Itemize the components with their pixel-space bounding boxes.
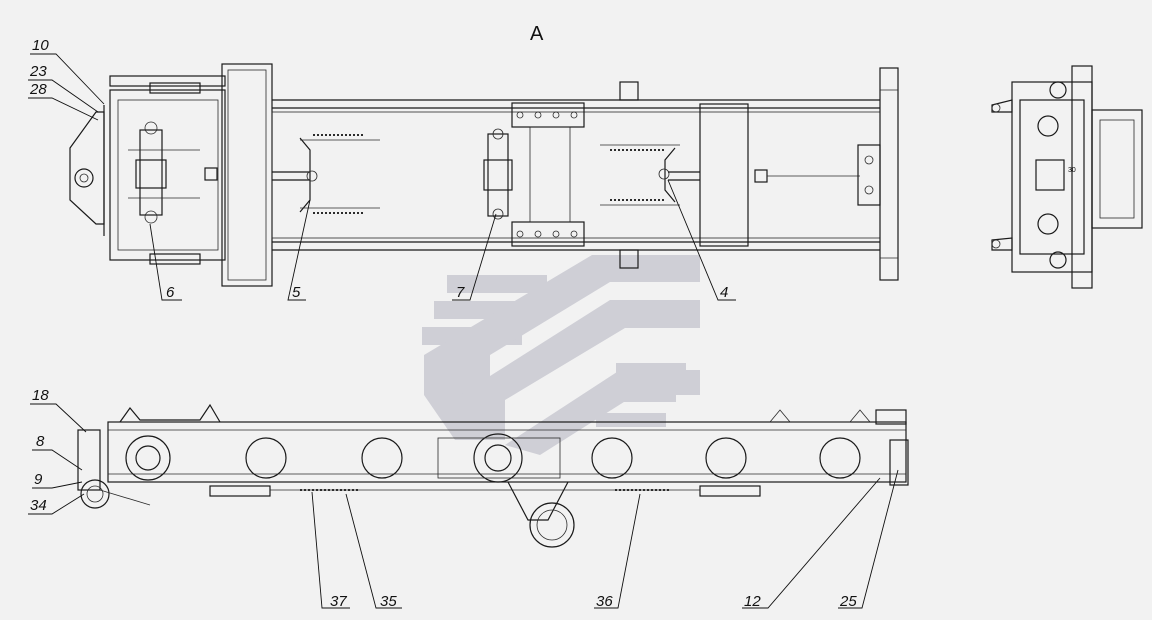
callout-4: 4 [667,179,736,301]
svg-text:34: 34 [30,497,47,514]
svg-text:18: 18 [32,387,49,404]
callout-25: 25 [838,469,899,610]
callout-12: 12 [742,477,881,610]
svg-text:6: 6 [166,284,175,301]
svg-text:10: 10 [32,37,49,54]
svg-text:28: 28 [29,81,47,98]
spring-bottom-left [300,207,380,214]
svg-text:23: 23 [29,63,47,80]
callout-6: 6 [149,223,182,301]
callout-8: 8 [32,433,83,471]
callout-36: 36 [594,493,641,610]
end-view: 30 [991,65,1143,289]
callout-18: 18 [30,387,87,433]
callout-9: 9 [32,471,83,489]
end-view-label: 30 [1068,167,1076,174]
svg-text:36: 36 [596,593,613,610]
callout-35: 35 [345,493,402,610]
svg-text:35: 35 [380,593,397,610]
svg-text:8: 8 [36,433,45,450]
top-view [69,63,899,287]
spring-bottom-right [600,199,680,206]
callout-37: 37 [311,491,350,610]
spring-top-right [600,144,680,151]
callout-28: 28 [28,81,99,121]
callout-10: 10 [30,37,105,105]
svg-text:4: 4 [720,284,728,301]
callout-7: 7 [452,213,497,301]
svg-text:7: 7 [456,284,465,301]
callout-23: 23 [28,63,99,113]
side-view [77,403,909,548]
callout-34: 34 [28,493,85,515]
svg-text:9: 9 [34,471,43,488]
svg-text:12: 12 [744,593,761,610]
callout-5: 5 [287,199,311,301]
svg-text:5: 5 [292,284,301,301]
svg-text:37: 37 [330,593,347,610]
view-title: А [530,23,544,45]
spring-top-left [300,134,380,141]
svg-text:25: 25 [839,593,857,610]
